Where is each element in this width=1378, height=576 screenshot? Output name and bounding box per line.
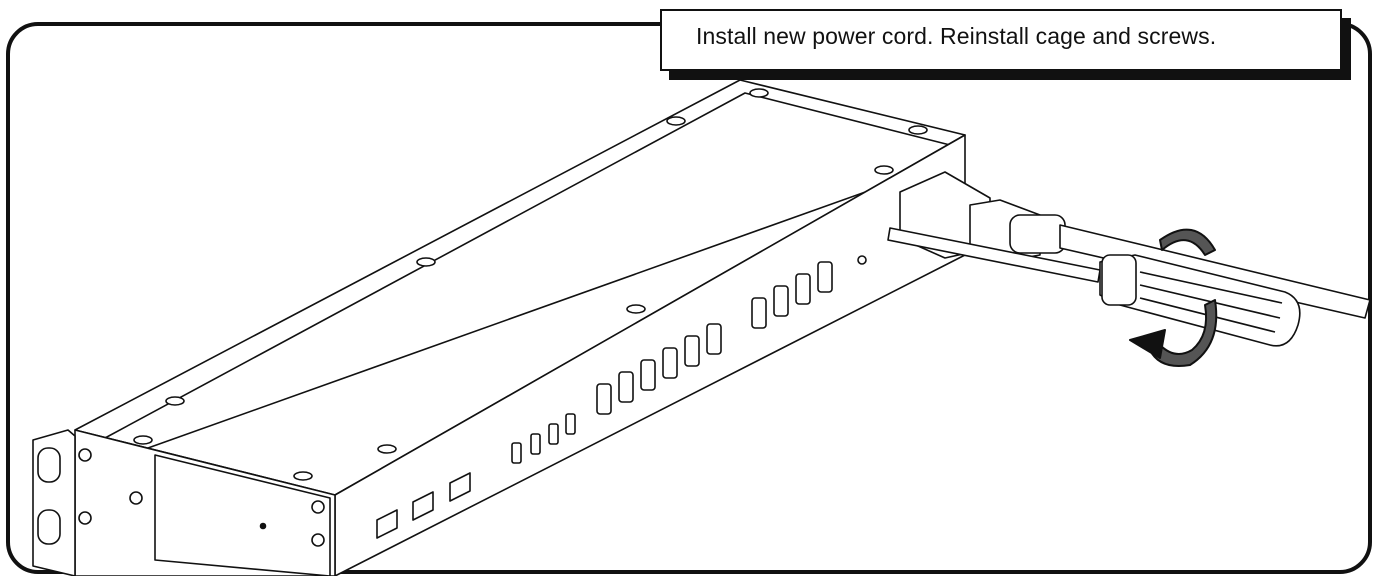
front-network-ports [596,255,867,415]
top-panel-screws [133,88,928,481]
rotation-arrow-icon [1129,228,1218,367]
front-small-ports [511,413,576,464]
screwdriver [887,227,1301,347]
front-usb-ports [376,472,471,539]
rack-device [32,79,966,576]
instruction-caption: Install new power cord. Reinstall cage a… [660,9,1342,71]
instruction-text: Install new power cord. Reinstall cage a… [696,23,1217,49]
